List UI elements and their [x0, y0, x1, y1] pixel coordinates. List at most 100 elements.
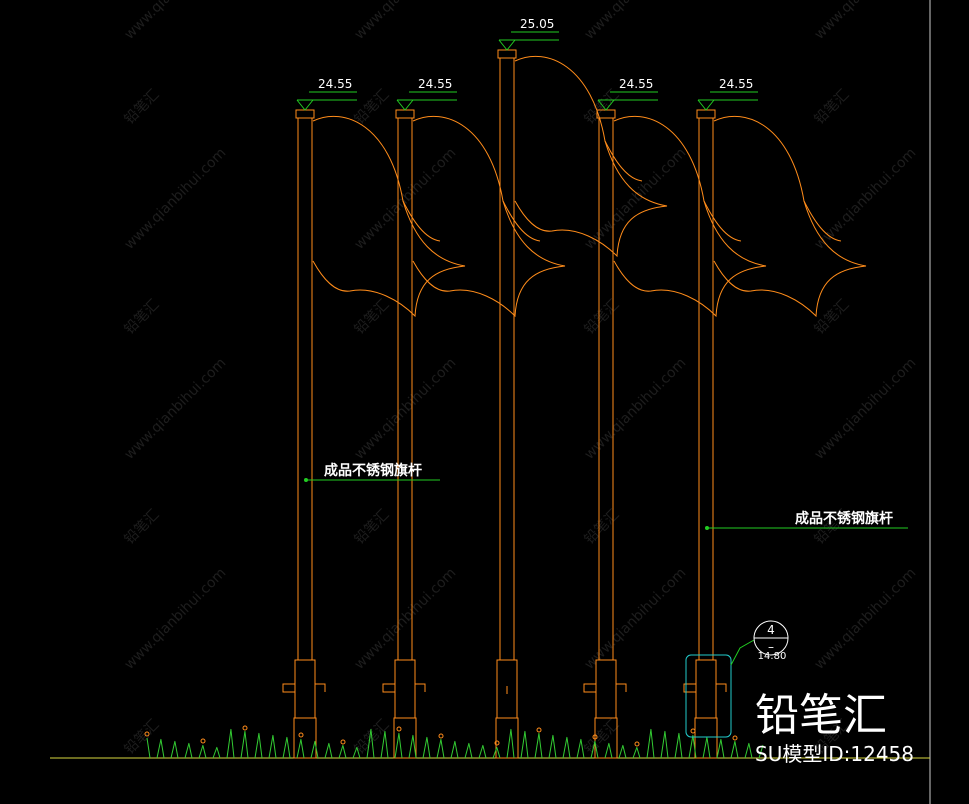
grass-blade [174, 741, 179, 759]
pole-cleat [583, 683, 596, 693]
flag-pole [583, 109, 627, 759]
grass-blade [212, 746, 218, 759]
flower [340, 739, 346, 745]
flag-fold [402, 200, 441, 242]
flag-fold [502, 200, 541, 242]
grass-blade [594, 741, 599, 759]
callout-left: 成品不锈钢旗杆 [304, 462, 440, 482]
grass-blade [398, 733, 403, 759]
callout-right: 成品不锈钢旗杆 [705, 510, 908, 530]
flag [713, 115, 867, 318]
detail-box [685, 654, 732, 738]
grass-blade [216, 747, 221, 759]
grass-blade [650, 729, 655, 759]
brand-model-id: SU模型ID:12458 [755, 742, 914, 766]
detail-bubble-number: 4 [767, 623, 775, 637]
pole-base [694, 717, 718, 759]
pole-cleat [282, 683, 295, 693]
grass-blade [496, 747, 501, 759]
elevation-marker: 24.55 [296, 77, 357, 111]
grass-blade [146, 737, 151, 759]
grass-blade [230, 729, 235, 759]
grass-blade [622, 745, 627, 759]
flag-fold [803, 200, 842, 242]
grass-blade [492, 746, 498, 759]
pole-base [393, 717, 417, 759]
elevation-value: 24.55 [619, 77, 653, 91]
dimension-text: 14.80 [758, 651, 787, 662]
flower [494, 740, 500, 746]
grass-blade [692, 735, 697, 759]
pole-base [594, 717, 618, 759]
grass-blade [632, 746, 638, 759]
elevation-value: 24.55 [719, 77, 753, 91]
grass-blade [552, 735, 557, 759]
poles-layer [282, 49, 727, 759]
grass-blade [678, 733, 683, 759]
grass-blade [580, 739, 585, 759]
grass-blade [314, 741, 319, 759]
grass-blade [636, 747, 641, 759]
grass-blade [524, 731, 529, 759]
flower [396, 726, 402, 732]
flower [298, 732, 304, 738]
flag-pole [382, 109, 426, 759]
grass-blade [720, 739, 725, 759]
flag-fold [604, 140, 643, 182]
flower [200, 738, 206, 744]
flag [412, 115, 566, 318]
grass-blade [356, 747, 361, 759]
elevation-value: 24.55 [418, 77, 452, 91]
grass-blade [706, 737, 711, 759]
callout-left-label: 成品不锈钢旗杆 [324, 462, 422, 479]
pole-cleat [683, 683, 696, 693]
flower [438, 733, 444, 739]
grass-blade [286, 737, 291, 759]
flag-pole [683, 109, 727, 759]
grass-blade [352, 746, 358, 759]
flag [514, 55, 668, 258]
grass-blade [566, 737, 571, 759]
grass-blade [244, 731, 249, 759]
flower [732, 735, 738, 741]
elevation-marker: 25.05 [498, 17, 559, 51]
grass-blade [664, 731, 669, 759]
elevation-marker: 24.55 [396, 77, 457, 111]
flag-fold [703, 200, 742, 242]
flags-layer [312, 55, 867, 318]
elevation-markers: 24.55 24.55 25.05 24.55 24.55 [296, 17, 758, 111]
pole-base [293, 717, 317, 759]
grass-blade [202, 745, 207, 759]
grass-blade [608, 743, 613, 759]
detail-reference: 4 – 14.80 [685, 620, 789, 738]
grass-blade [370, 729, 375, 759]
grass-blade [188, 743, 193, 759]
flower [592, 734, 598, 740]
grass-blade [468, 743, 473, 759]
flower [690, 728, 696, 734]
elevation-marker: 24.55 [597, 77, 658, 111]
grass-blade [748, 743, 753, 759]
grass-blade [300, 739, 305, 759]
elevation-value: 25.05 [520, 17, 554, 31]
grass-blade [734, 741, 739, 759]
grass-blade [342, 745, 347, 759]
flower [634, 741, 640, 747]
grass-blade [510, 729, 515, 759]
grass-blade [258, 733, 263, 759]
grass-blade [758, 744, 764, 759]
flower [144, 731, 150, 737]
flower [242, 725, 248, 731]
brand-logo: 铅笔汇 [755, 690, 887, 741]
flag [312, 115, 466, 318]
grass-blade [160, 739, 165, 759]
detail-bubble-sub: – [768, 640, 774, 654]
grass-blade [412, 735, 417, 759]
elevation-value: 24.55 [318, 77, 352, 91]
grass-blade [328, 743, 333, 759]
grass-blade [538, 733, 543, 759]
pole-cleat [382, 683, 395, 693]
grass-blade [440, 739, 445, 759]
